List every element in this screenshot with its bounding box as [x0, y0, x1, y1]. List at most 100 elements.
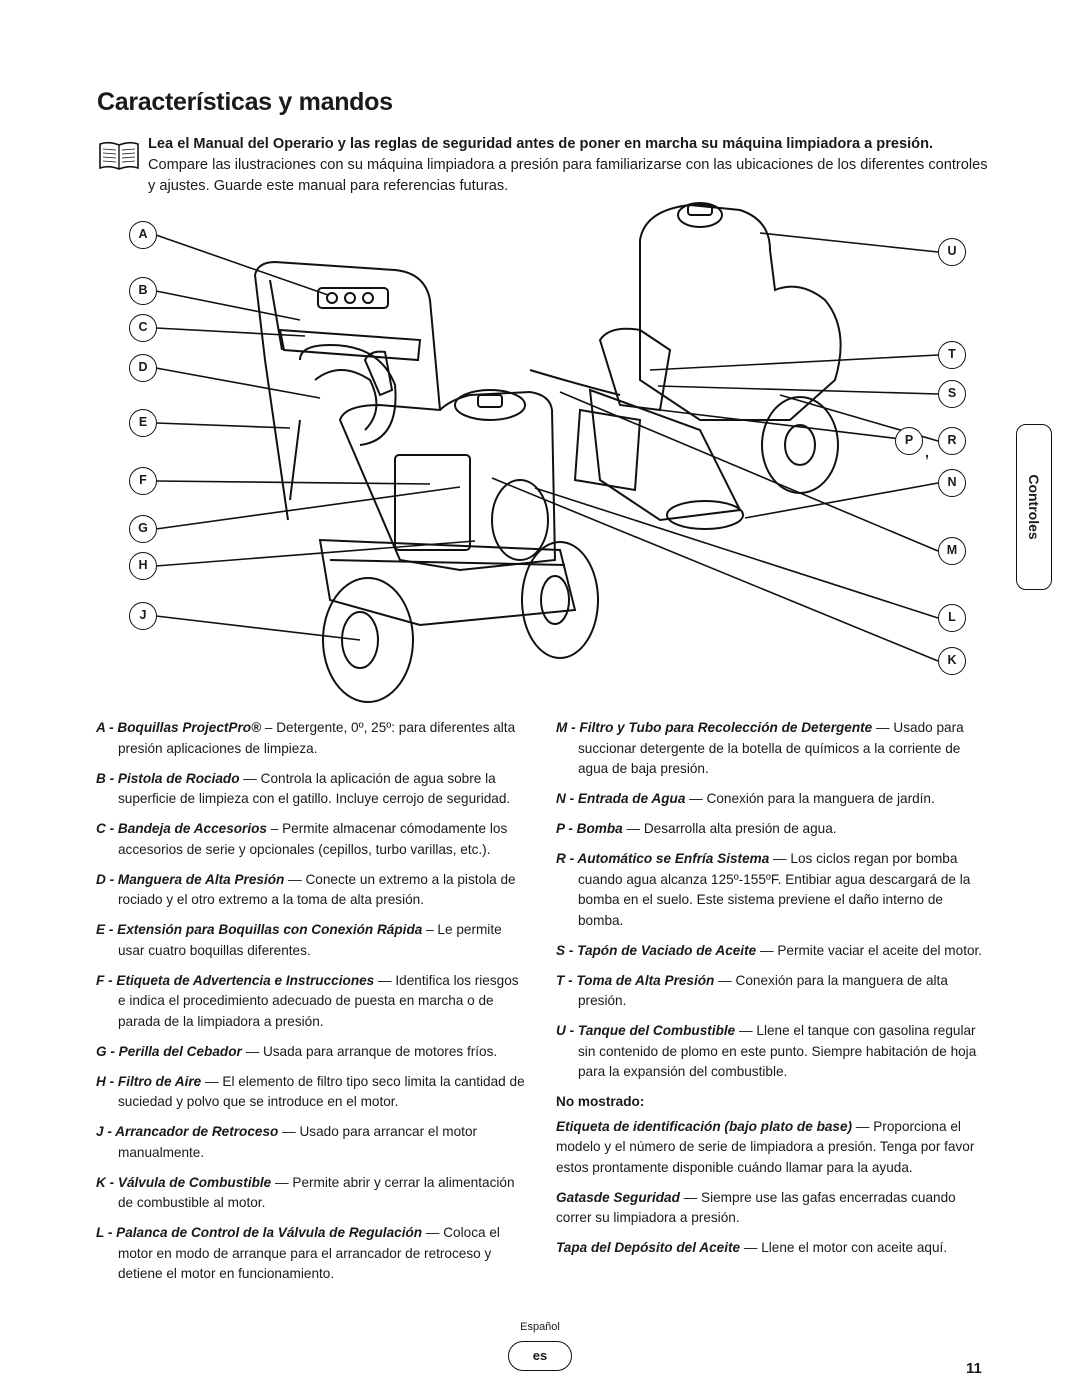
callout-e: E — [129, 409, 157, 437]
callout-j: J — [129, 602, 157, 630]
description-term: F - Etiqueta de Advertencia e Instruccio… — [96, 972, 375, 988]
description-term: U - Tanque del Combustible — [556, 1023, 736, 1038]
handle-frame — [254, 260, 441, 411]
description-text: — Controla la aplicación de agua sobre l… — [118, 770, 511, 807]
page-title: Características y mandos — [97, 88, 393, 116]
fuel-tank-cap-right — [677, 202, 723, 228]
description-item: L - Palanca de Control de la Válvula de … — [96, 1223, 526, 1285]
description-item: R - Automático se Enfría Sistema — Los c… — [556, 849, 992, 931]
description-text: – Permite almacenar cómodamente los acce… — [118, 821, 508, 857]
description-text: — Permite vaciar el aceite del motor. — [756, 942, 983, 958]
spray-gun — [363, 350, 394, 397]
accessory-tray — [278, 328, 422, 362]
description-item: P - Bomba — Desarrolla alta presión de a… — [556, 819, 992, 840]
description-text: — Conexión para la manguera de jardín. — [685, 791, 935, 806]
description-item: J - Arrancador de Retroceso — Usado para… — [96, 1122, 526, 1163]
callout-f: F — [129, 467, 157, 495]
description-term: P - Bomba — [556, 821, 623, 836]
callout-d: D — [129, 354, 157, 382]
not-shown-term: Tapa del Depósito del Aceite — [556, 1240, 741, 1255]
engine-right — [639, 203, 842, 421]
warning-label — [394, 454, 471, 551]
description-item: D - Manguera de Alta Presión — Conecte u… — [96, 870, 526, 911]
wand — [289, 419, 301, 501]
description-text: — Llene el tanque con gasolina regular s… — [578, 1023, 977, 1079]
callout-k: K — [938, 647, 966, 675]
description-term: K - Válvula de Combustible — [96, 1174, 272, 1190]
callout-l: L — [938, 604, 966, 632]
description-item: C - Bandeja de Accesorios – Permite alma… — [96, 819, 526, 860]
not-shown-item: Tapa del Depósito del Aceite — Llene el … — [556, 1238, 992, 1259]
description-item: T - Toma de Alta Presión — Conexión para… — [556, 971, 992, 1012]
description-text: — Usado para arrancar el motor manualmen… — [118, 1124, 478, 1160]
description-item: M - Filtro y Tubo para Recolección de De… — [556, 718, 992, 780]
not-shown-text: — Proporciona el modelo y el número de s… — [556, 1118, 975, 1175]
description-item: K - Válvula de Combustible — Permite abr… — [96, 1173, 526, 1214]
not-shown-item: Gatasde Seguridad — Siempre use las gafa… — [556, 1188, 992, 1229]
descriptions-left-column: A - Boquillas ProjectPro® – Detergente, … — [96, 718, 526, 1294]
nozzle-holder — [317, 287, 389, 309]
description-term: R - Automático se Enfría Sistema — [556, 851, 770, 866]
wheel-right — [521, 541, 599, 659]
description-item: A - Boquillas ProjectPro® – Detergente, … — [96, 718, 526, 759]
section-tab-label: Controles — [1026, 474, 1042, 540]
description-term: S - Tapón de Vaciado de Aceite — [556, 942, 757, 958]
description-text: — Coloca el motor en modo de arranque pa… — [118, 1225, 500, 1281]
description-item: B - Pistola de Rociado — Controla la apl… — [96, 769, 526, 810]
callout-r: R — [938, 427, 966, 455]
description-item: H - Filtro de Aire — El elemento de filt… — [96, 1072, 526, 1113]
description-term: T - Toma de Alta Presión — [556, 972, 715, 988]
callout-a: A — [129, 221, 157, 249]
description-text: — Conecte un extremo a la pistola de roc… — [118, 871, 516, 908]
description-text: — Usada para arranque de motores fríos. — [241, 1043, 498, 1059]
language-badge: es — [508, 1341, 572, 1371]
description-term: E - Extensión para Boquillas con Conexió… — [96, 922, 423, 937]
intro-warning: Lea el Manual del Operario y las reglas … — [148, 136, 934, 152]
description-text: — Conexión para la manguera de alta pres… — [578, 972, 948, 1009]
not-shown-text: — Llene el motor con aceite aquí. — [740, 1240, 948, 1255]
description-text: – Detergente, 0º, 25º: para diferentes a… — [118, 720, 516, 756]
not-shown-item: Etiqueta de identificación (bajo plato d… — [556, 1117, 992, 1179]
descriptions-right-column: M - Filtro y Tubo para Recolección de De… — [556, 718, 992, 1268]
description-text: — Usado para succionar detergente de la … — [578, 720, 964, 776]
description-term: H - Filtro de Aire — [96, 1073, 202, 1089]
wheel-left — [322, 577, 414, 703]
not-shown-term: Etiqueta de identificación (bajo plato d… — [556, 1118, 853, 1134]
description-term: A - Boquillas ProjectPro® — [96, 720, 262, 735]
fuel-tank-left — [454, 389, 526, 421]
description-term: J - Arrancador de Retroceso — [96, 1124, 279, 1139]
callout-c: C — [129, 314, 157, 342]
callout-h: H — [129, 552, 157, 580]
base-frame — [318, 538, 577, 627]
not-shown-text: — Siempre use las gafas encerradas cuand… — [556, 1189, 956, 1226]
page-number: 11 — [966, 1360, 982, 1377]
description-term: L - Palanca de Control de la Válvula de … — [96, 1225, 423, 1240]
description-term: C - Bandeja de Accesorios — [96, 821, 267, 836]
description-term: M - Filtro y Tubo para Recolección de De… — [556, 720, 873, 735]
description-item: E - Extensión para Boquillas con Conexió… — [96, 920, 526, 961]
description-term: B - Pistola de Rociado — [96, 770, 240, 786]
callout-s: S — [938, 380, 966, 408]
description-term: D - Manguera de Alta Presión — [96, 871, 285, 887]
callout-t: T — [938, 341, 966, 369]
recoil-starter — [491, 479, 549, 561]
pressure-washer-illustration — [155, 202, 939, 703]
footer-language: Español — [520, 1321, 560, 1333]
base-right — [588, 388, 742, 522]
description-text: — El elemento de filtro tipo seco limita… — [118, 1073, 525, 1110]
intro-paragraph: Lea el Manual del Operario y las reglas … — [148, 134, 988, 197]
hose-coil — [299, 343, 397, 446]
manual-book-icon — [99, 141, 139, 170]
callout-u: U — [938, 238, 966, 266]
description-text: — Desarrolla alta presión de agua. — [622, 821, 837, 836]
callout-g: G — [129, 515, 157, 543]
not-shown-heading: No mostrado: — [556, 1094, 645, 1109]
callout-b: B — [129, 277, 157, 305]
description-item: S - Tapón de Vaciado de Aceite — Permite… — [556, 941, 992, 962]
callout-m: M — [938, 537, 966, 565]
description-term: G - Perilla del Cebador — [96, 1043, 242, 1059]
callout-p: P — [895, 427, 923, 455]
water-inlet — [666, 500, 744, 530]
description-item: G - Perilla del Cebador — Usada para arr… — [96, 1042, 526, 1063]
description-item: U - Tanque del Combustible — Llene el ta… — [556, 1021, 992, 1083]
